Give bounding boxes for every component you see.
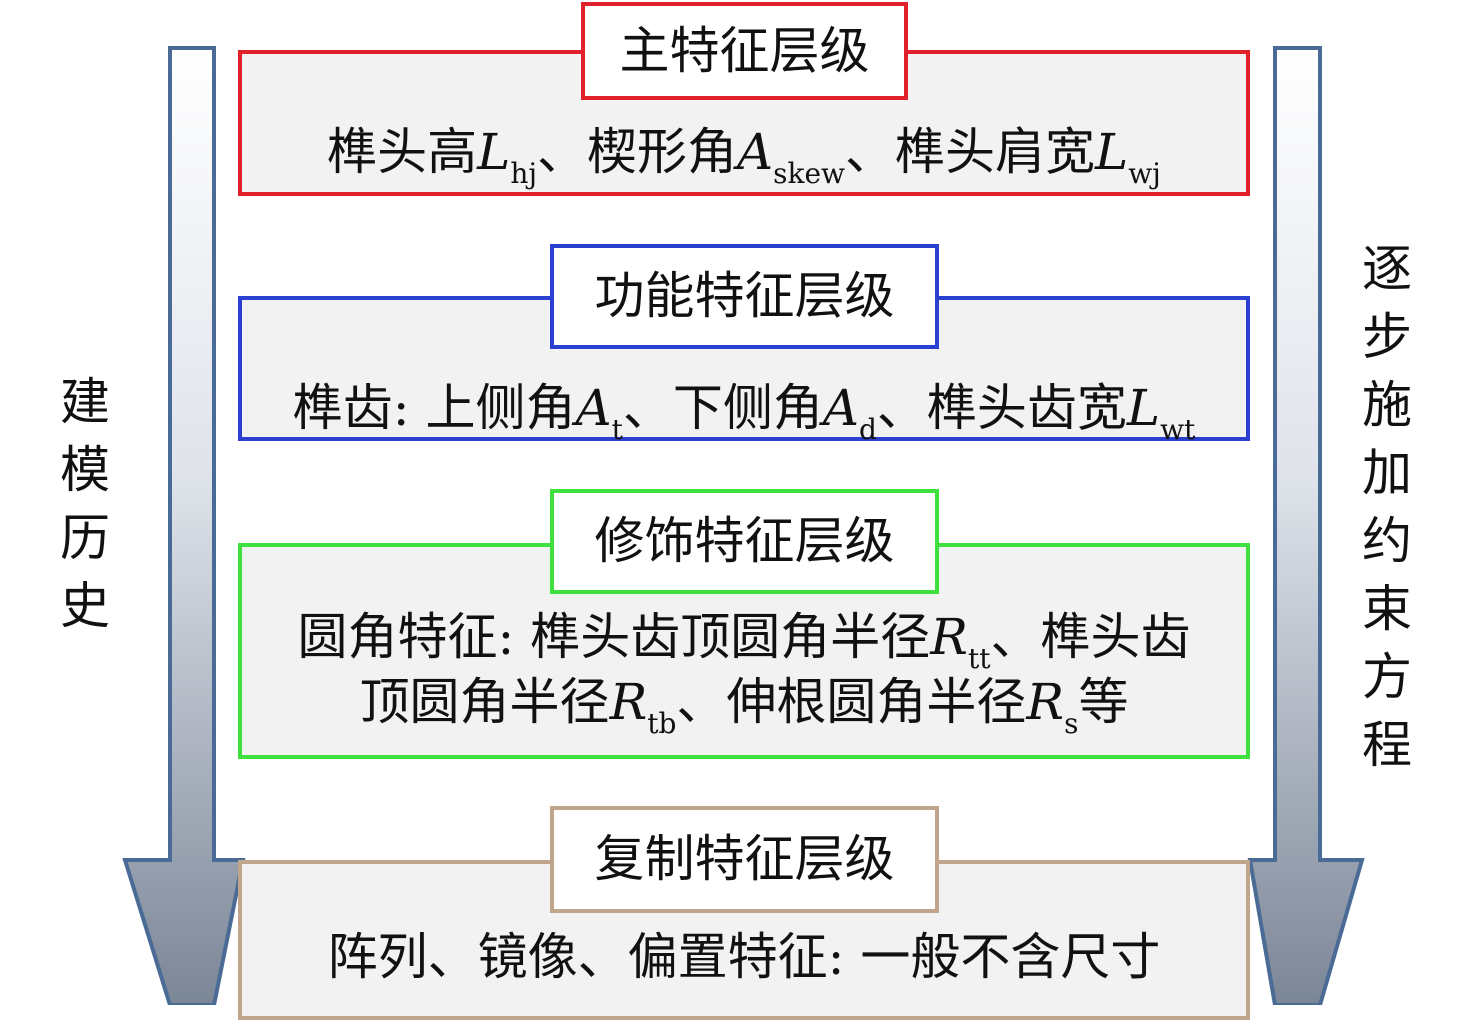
top-fillet-radius-symbol: Rtb: [609, 673, 677, 740]
etc-label: 等: [1078, 673, 1129, 731]
tenon-height-label: 榫头高: [327, 123, 478, 181]
lower-angle-symbol: Ad: [822, 379, 877, 446]
copy-feature-title: 复制特征层级: [550, 806, 939, 913]
shank-fillet-radius-symbol: Rs: [1026, 673, 1079, 740]
upper-angle-symbol: At: [575, 379, 623, 446]
shoulder-width-symbol: Lwj: [1095, 123, 1161, 190]
left-down-arrow: [122, 46, 246, 1005]
decoration-feature-title: 修饰特征层级: [550, 489, 939, 594]
functional-feature-title: 功能特征层级: [550, 244, 939, 349]
decoration-feature-params-line2: 顶圆角半径Rtb、伸根圆角半径Rs等: [242, 670, 1246, 756]
decoration-feature-params-line1: 圆角特征: 榫头齿顶圆角半径Rtt、榫头齿: [242, 605, 1246, 691]
main-feature-params: 榫头高Lhj、楔形角Askew、榫头肩宽Lwj: [242, 120, 1246, 206]
modeling-history-label: 建 模 历 史: [60, 373, 110, 635]
top-fillet-radius-label: 顶圆角半径: [359, 673, 610, 731]
shoulder-width-label: 、榫头肩宽: [845, 123, 1096, 181]
wedge-angle-symbol: Askew: [737, 123, 846, 190]
tooth-width-label: 、榫头齿宽: [876, 379, 1127, 437]
tenon-height-symbol: Lhj: [477, 123, 538, 190]
constraint-equation-label: 逐 步 施 加 约 束 方 程: [1362, 240, 1412, 774]
main-feature-title: 主特征层级: [581, 2, 908, 100]
lower-angle-label: 、下侧角: [622, 379, 823, 437]
tooth-top-radius-symbol: Rtt: [930, 608, 991, 675]
shank-fillet-radius-label: 、伸根圆角半径: [676, 673, 1027, 731]
copy-feature-params: 阵列、镜像、偏置特征: 一般不含尺寸: [327, 928, 1161, 986]
right-down-arrow: [1247, 46, 1365, 1005]
tenon-tooth-label: 、榫头齿: [990, 608, 1191, 666]
functional-feature-params: 榫齿: 上侧角At、下侧角Ad、榫头齿宽Lwt: [242, 376, 1246, 462]
wedge-angle-label: 、楔形角: [537, 123, 738, 181]
fillet-feature-label: 圆角特征: 榫头齿顶圆角半径: [297, 608, 931, 666]
upper-angle-label: 榫齿: 上侧角: [292, 379, 576, 437]
tooth-width-symbol: Lwt: [1126, 379, 1196, 446]
